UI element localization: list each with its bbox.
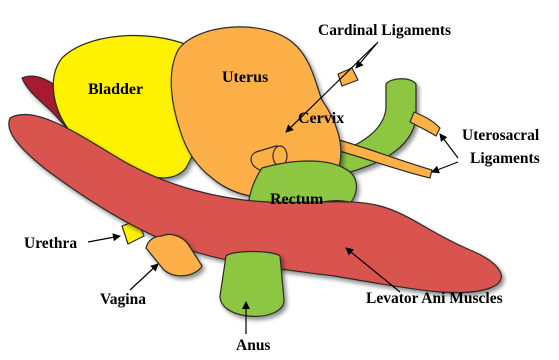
arrow-uterosacral-2 — [432, 162, 458, 172]
label-uterosacral-line1: Uterosacral — [462, 127, 540, 144]
label-cardinal-ligaments: Cardinal Ligaments — [318, 22, 451, 39]
anus-shape — [220, 252, 284, 317]
label-bladder: Bladder — [88, 81, 143, 98]
arrow-vagina — [130, 264, 158, 290]
arrow-urethra — [88, 236, 120, 242]
label-urethra: Urethra — [24, 235, 77, 252]
label-rectum: Rectum — [270, 191, 324, 208]
arrow-uterosacral-1 — [440, 134, 458, 158]
uterosacral-ligament-upper — [410, 112, 440, 136]
label-cervix: Cervix — [298, 110, 344, 127]
label-anus: Anus — [236, 337, 270, 354]
label-uterosacral-line2: Ligaments — [470, 150, 540, 167]
label-levator-ani: Levator Ani Muscles — [366, 290, 503, 307]
label-vagina: Vagina — [100, 291, 146, 308]
label-uterus: Uterus — [222, 69, 268, 86]
